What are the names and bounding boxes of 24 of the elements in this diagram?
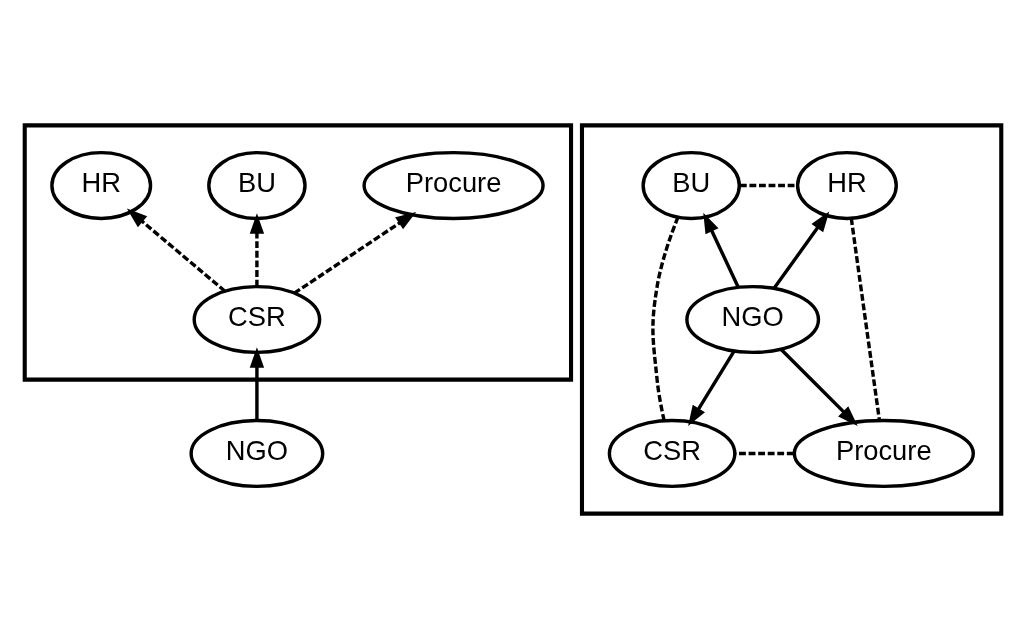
arrow xyxy=(772,211,830,289)
node-ellipse: HR xyxy=(50,150,153,220)
node-ellipse: CSR xyxy=(192,284,322,354)
node-ellipse: BU xyxy=(207,150,307,220)
cluster xyxy=(579,122,1004,516)
connector xyxy=(651,216,680,421)
connector xyxy=(739,183,798,187)
arrow xyxy=(703,212,740,288)
arrow xyxy=(126,208,226,292)
cluster xyxy=(22,122,574,382)
arrow xyxy=(688,349,736,426)
connector xyxy=(849,217,882,421)
arrow xyxy=(249,212,265,286)
node-ellipse: BU xyxy=(641,150,742,220)
node-ellipse: CSR xyxy=(607,418,737,488)
node-ellipse: NGO xyxy=(685,284,821,354)
connector xyxy=(734,451,794,455)
arrow xyxy=(293,211,417,295)
node-ellipse: Procure xyxy=(792,418,975,488)
node-ellipse: NGO xyxy=(189,418,325,488)
node-ellipse: Procure xyxy=(362,150,545,220)
arrow xyxy=(779,347,858,426)
node-ellipse: HR xyxy=(795,150,898,220)
arrow xyxy=(249,346,265,420)
